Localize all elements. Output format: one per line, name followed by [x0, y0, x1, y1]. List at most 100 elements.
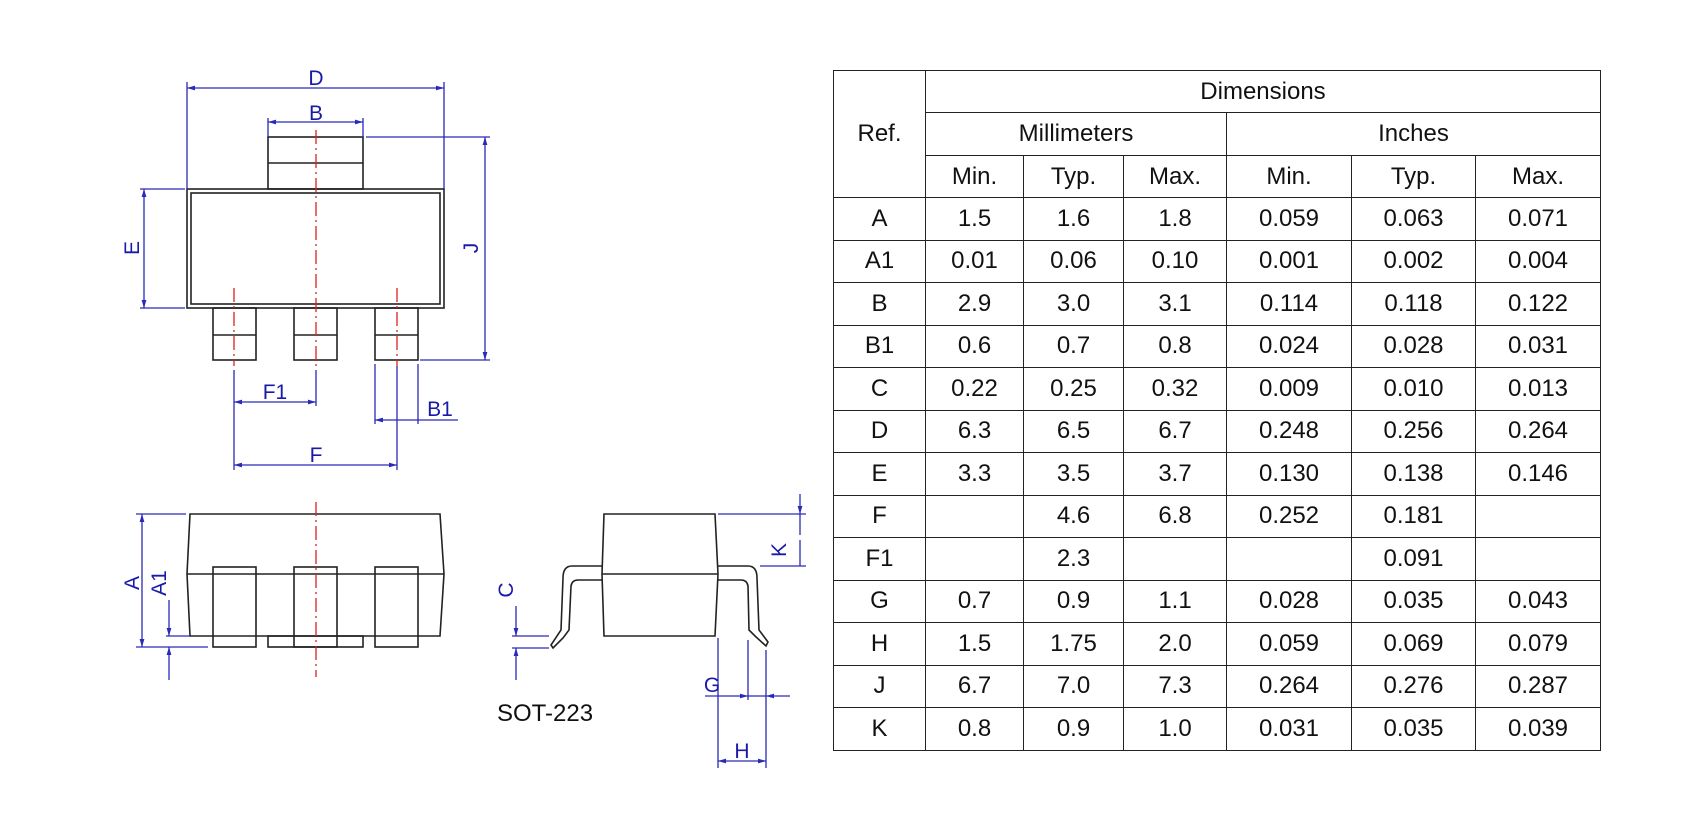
- value-cell: 6.8: [1123, 494, 1227, 538]
- value-cell: 0.252: [1226, 494, 1352, 538]
- dimensions-table: Ref. Dimensions Millimeters Inches Min.T…: [833, 70, 1601, 751]
- ref-cell: F1: [833, 537, 926, 581]
- dim-label-g: G: [704, 674, 720, 697]
- value-cell: 1.75: [1023, 622, 1124, 666]
- value-cell: 0.059: [1226, 622, 1352, 666]
- dim-label-a1: A1: [148, 570, 171, 596]
- value-cell: 0.043: [1475, 579, 1601, 623]
- front-view: A A1: [121, 502, 445, 680]
- dim-label-a: A: [121, 576, 144, 590]
- value-cell: 0.7: [925, 579, 1024, 623]
- value-cell: 0.06: [1023, 239, 1124, 283]
- value-cell: 0.181: [1351, 494, 1476, 538]
- ref-cell: C: [833, 367, 926, 411]
- value-cell: 1.6: [1023, 197, 1124, 241]
- dim-label-f1: F1: [263, 381, 288, 404]
- value-cell: 3.3: [925, 452, 1024, 496]
- ref-cell: G: [833, 579, 926, 623]
- value-cell: 2.9: [925, 282, 1024, 326]
- value-cell: 0.035: [1351, 707, 1476, 751]
- millimeters-header: Millimeters: [925, 112, 1227, 156]
- ref-cell: K: [833, 707, 926, 751]
- value-cell: 0.256: [1351, 409, 1476, 453]
- value-cell: 0.8: [1123, 324, 1227, 368]
- value-cell: 0.6: [925, 324, 1024, 368]
- value-cell: 0.024: [1226, 324, 1352, 368]
- sub-header: Min.: [925, 155, 1024, 198]
- value-cell: 0.039: [1475, 707, 1601, 751]
- ref-cell: F: [833, 494, 926, 538]
- package-name: SOT-223: [497, 700, 594, 727]
- value-cell: 0.146: [1475, 452, 1601, 496]
- value-cell: [925, 494, 1024, 538]
- dim-label-d: D: [308, 67, 323, 90]
- dim-label-j: J: [460, 243, 483, 254]
- value-cell: 1.5: [925, 622, 1024, 666]
- value-cell: 0.9: [1023, 707, 1124, 751]
- value-cell: 6.3: [925, 409, 1024, 453]
- value-cell: 0.10: [1123, 239, 1227, 283]
- value-cell: 6.7: [1123, 409, 1227, 453]
- value-cell: 0.118: [1351, 282, 1476, 326]
- sub-header: Typ.: [1023, 155, 1124, 198]
- value-cell: [925, 537, 1024, 581]
- ref-cell: E: [833, 452, 926, 496]
- value-cell: 0.8: [925, 707, 1024, 751]
- value-cell: 0.031: [1475, 324, 1601, 368]
- value-cell: 1.1: [1123, 579, 1227, 623]
- side-view: C K G H: [495, 494, 806, 768]
- value-cell: 0.264: [1475, 409, 1601, 453]
- value-cell: 0.069: [1351, 622, 1476, 666]
- value-cell: 0.091: [1351, 537, 1476, 581]
- value-cell: 0.002: [1351, 239, 1476, 283]
- value-cell: 0.130: [1226, 452, 1352, 496]
- value-cell: 0.028: [1226, 579, 1352, 623]
- sub-header: Typ.: [1351, 155, 1476, 198]
- value-cell: 3.7: [1123, 452, 1227, 496]
- value-cell: 0.010: [1351, 367, 1476, 411]
- value-cell: [1475, 537, 1601, 581]
- value-cell: 0.071: [1475, 197, 1601, 241]
- value-cell: 0.013: [1475, 367, 1601, 411]
- value-cell: 2.3: [1023, 537, 1124, 581]
- dim-label-f: F: [310, 444, 323, 467]
- value-cell: 0.122: [1475, 282, 1601, 326]
- dim-label-h: H: [734, 740, 749, 763]
- value-cell: 0.276: [1351, 664, 1476, 708]
- value-cell: 0.063: [1351, 197, 1476, 241]
- value-cell: 1.8: [1123, 197, 1227, 241]
- value-cell: 7.0: [1023, 664, 1124, 708]
- value-cell: 0.028: [1351, 324, 1476, 368]
- value-cell: 3.0: [1023, 282, 1124, 326]
- dim-label-c: C: [495, 582, 518, 597]
- value-cell: 0.01: [925, 239, 1024, 283]
- ref-header: Ref.: [833, 70, 926, 198]
- value-cell: 6.7: [925, 664, 1024, 708]
- sub-header: Min.: [1226, 155, 1352, 198]
- value-cell: 0.248: [1226, 409, 1352, 453]
- inches-header: Inches: [1226, 112, 1601, 156]
- value-cell: 1.5: [925, 197, 1024, 241]
- value-cell: 0.001: [1226, 239, 1352, 283]
- value-cell: 0.25: [1023, 367, 1124, 411]
- dimensions-header: Dimensions: [925, 70, 1601, 113]
- dim-label-k: K: [768, 543, 791, 557]
- value-cell: 0.9: [1023, 579, 1124, 623]
- value-cell: 3.1: [1123, 282, 1227, 326]
- value-cell: 0.22: [925, 367, 1024, 411]
- dim-label-b: B: [309, 102, 323, 125]
- value-cell: [1475, 494, 1601, 538]
- ref-cell: A: [833, 197, 926, 241]
- dim-label-e: E: [121, 241, 144, 255]
- value-cell: 7.3: [1123, 664, 1227, 708]
- value-cell: 0.114: [1226, 282, 1352, 326]
- value-cell: [1123, 537, 1227, 581]
